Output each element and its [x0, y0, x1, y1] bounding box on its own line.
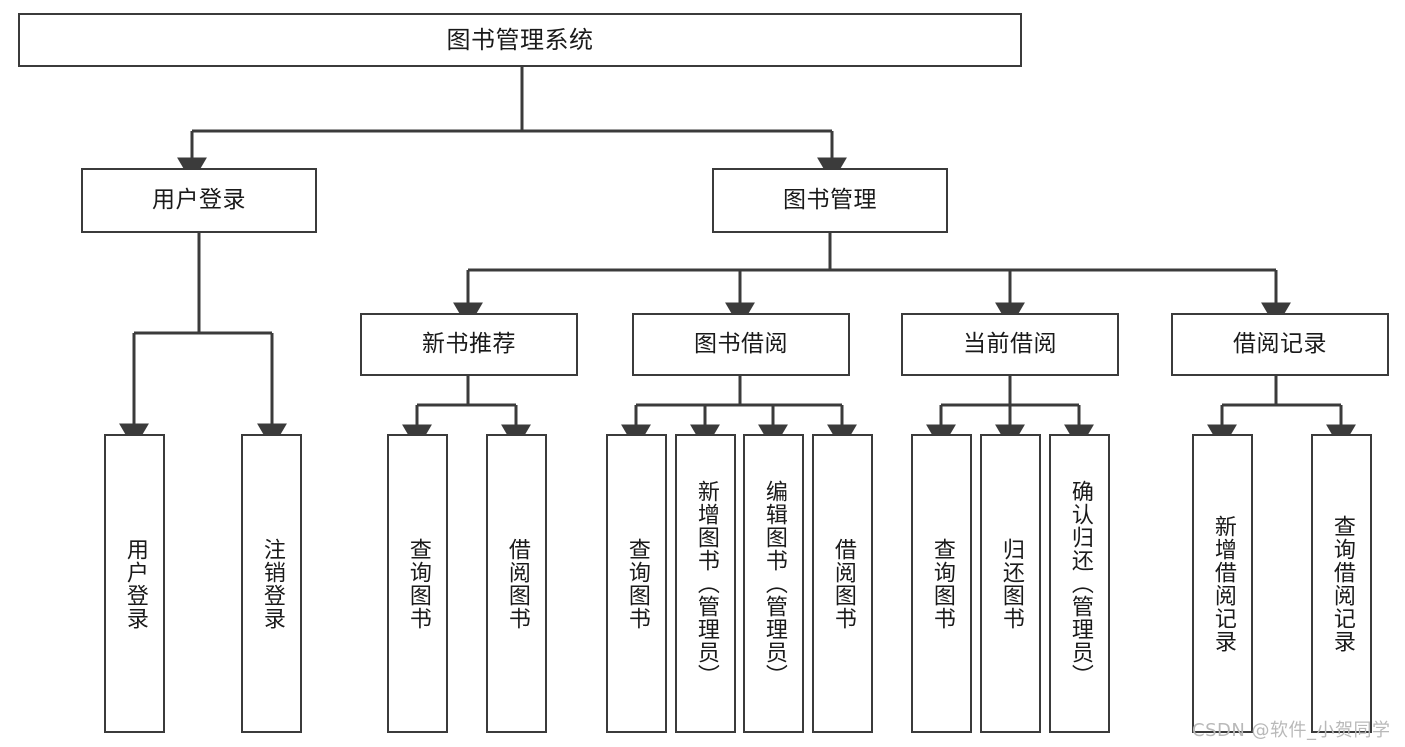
node-root-book-management-system[interactable]: 图书管理系统 [18, 13, 1022, 67]
node-label: 图书管理系统 [446, 25, 594, 54]
leaf-current-borrow-return[interactable]: 归还图书 [980, 434, 1041, 733]
node-label: 用户登录 [152, 186, 246, 213]
node-user-login[interactable]: 用户登录 [81, 168, 317, 233]
node-label: 查询图书 [929, 537, 955, 630]
leaf-current-borrow-confirm-admin[interactable]: 确认归还（管理员） [1049, 434, 1110, 733]
node-label: 查询借阅记录 [1329, 514, 1355, 653]
node-new-book-recommend[interactable]: 新书推荐 [360, 313, 578, 376]
node-label: 归还图书 [998, 537, 1024, 630]
node-current-borrow[interactable]: 当前借阅 [901, 313, 1119, 376]
node-label: 新增图书（管理员） [693, 480, 719, 687]
node-label: 图书借阅 [694, 330, 788, 357]
leaf-current-borrow-query[interactable]: 查询图书 [911, 434, 972, 733]
node-label: 新书推荐 [422, 330, 516, 357]
node-label: 借阅记录 [1233, 330, 1327, 357]
leaf-book-borrow-add-admin[interactable]: 新增图书（管理员） [675, 434, 736, 733]
node-label: 用户登录 [122, 537, 148, 630]
node-book-borrow[interactable]: 图书借阅 [632, 313, 850, 376]
node-label: 借阅图书 [830, 537, 856, 630]
leaf-new-book-borrow[interactable]: 借阅图书 [486, 434, 547, 733]
node-label: 查询图书 [405, 537, 431, 630]
node-label: 借阅图书 [504, 537, 530, 630]
node-label: 查询图书 [624, 537, 650, 630]
leaf-new-book-query[interactable]: 查询图书 [387, 434, 448, 733]
leaf-borrow-record-add[interactable]: 新增借阅记录 [1192, 434, 1253, 733]
csdn-watermark: CSDN @软件_小贺同学 [1192, 716, 1391, 742]
node-label: 图书管理 [783, 186, 877, 213]
leaf-borrow-record-query[interactable]: 查询借阅记录 [1311, 434, 1372, 733]
leaf-book-borrow-query[interactable]: 查询图书 [606, 434, 667, 733]
leaf-book-borrow-borrow[interactable]: 借阅图书 [812, 434, 873, 733]
leaf-user-login-logout[interactable]: 注销登录 [241, 434, 302, 733]
node-label: 当前借阅 [963, 330, 1057, 357]
watermark-text: CSDN @软件_小贺同学 [1192, 720, 1391, 741]
node-label: 确认归还（管理员） [1067, 480, 1093, 687]
node-book-management[interactable]: 图书管理 [712, 168, 948, 233]
leaf-book-borrow-edit-admin[interactable]: 编辑图书（管理员） [743, 434, 804, 733]
node-label: 编辑图书（管理员） [761, 480, 787, 687]
leaf-user-login-login[interactable]: 用户登录 [104, 434, 165, 733]
node-label: 新增借阅记录 [1210, 514, 1236, 653]
node-borrow-record[interactable]: 借阅记录 [1171, 313, 1389, 376]
node-label: 注销登录 [259, 537, 285, 630]
